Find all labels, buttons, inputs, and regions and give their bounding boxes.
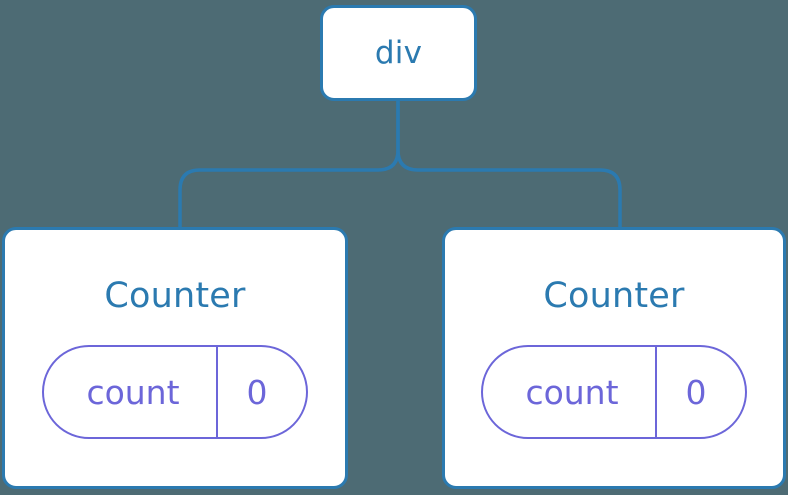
state-key-right: count xyxy=(483,347,657,437)
node-counter-left[interactable]: Counter count 0 xyxy=(2,227,348,489)
node-div-label: div xyxy=(374,34,423,71)
state-value-right: 0 xyxy=(685,372,707,412)
node-counter-right-label: Counter xyxy=(543,276,685,316)
connector-right-branch xyxy=(396,97,622,234)
node-counter-right[interactable]: Counter count 0 xyxy=(442,227,786,489)
connector-left-branch xyxy=(178,97,400,234)
state-pill-right: count 0 xyxy=(481,345,747,439)
node-div[interactable]: div xyxy=(320,5,477,101)
state-key-left: count xyxy=(44,347,218,437)
state-pill-left: count 0 xyxy=(42,345,308,439)
node-counter-left-label: Counter xyxy=(104,276,246,316)
state-value-left: 0 xyxy=(246,372,268,412)
